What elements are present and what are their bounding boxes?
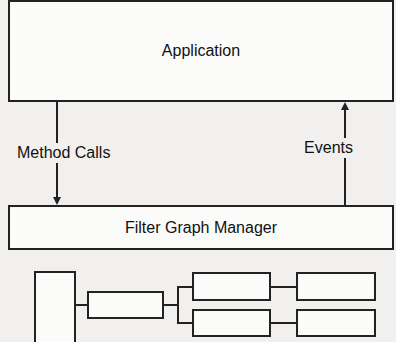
box-label: Filter Graph Manager bbox=[119, 219, 283, 237]
filter-box bbox=[297, 310, 375, 336]
filter-box bbox=[193, 310, 270, 336]
edge-label: Method Calls bbox=[14, 143, 113, 163]
filter-box bbox=[88, 292, 163, 318]
filter-box bbox=[35, 272, 75, 342]
pin-connection bbox=[178, 287, 193, 323]
pin-connection bbox=[270, 322, 297, 324]
pin-connection bbox=[163, 304, 178, 306]
filter-box bbox=[297, 273, 375, 300]
edge-label: Events bbox=[301, 138, 356, 158]
filter-box bbox=[193, 273, 270, 300]
process-box: Filter Graph Manager bbox=[8, 205, 394, 250]
box-label: Application bbox=[156, 42, 246, 60]
process-box: Application bbox=[8, 0, 394, 102]
pin-connection bbox=[75, 304, 88, 306]
pin-connection bbox=[270, 286, 297, 288]
